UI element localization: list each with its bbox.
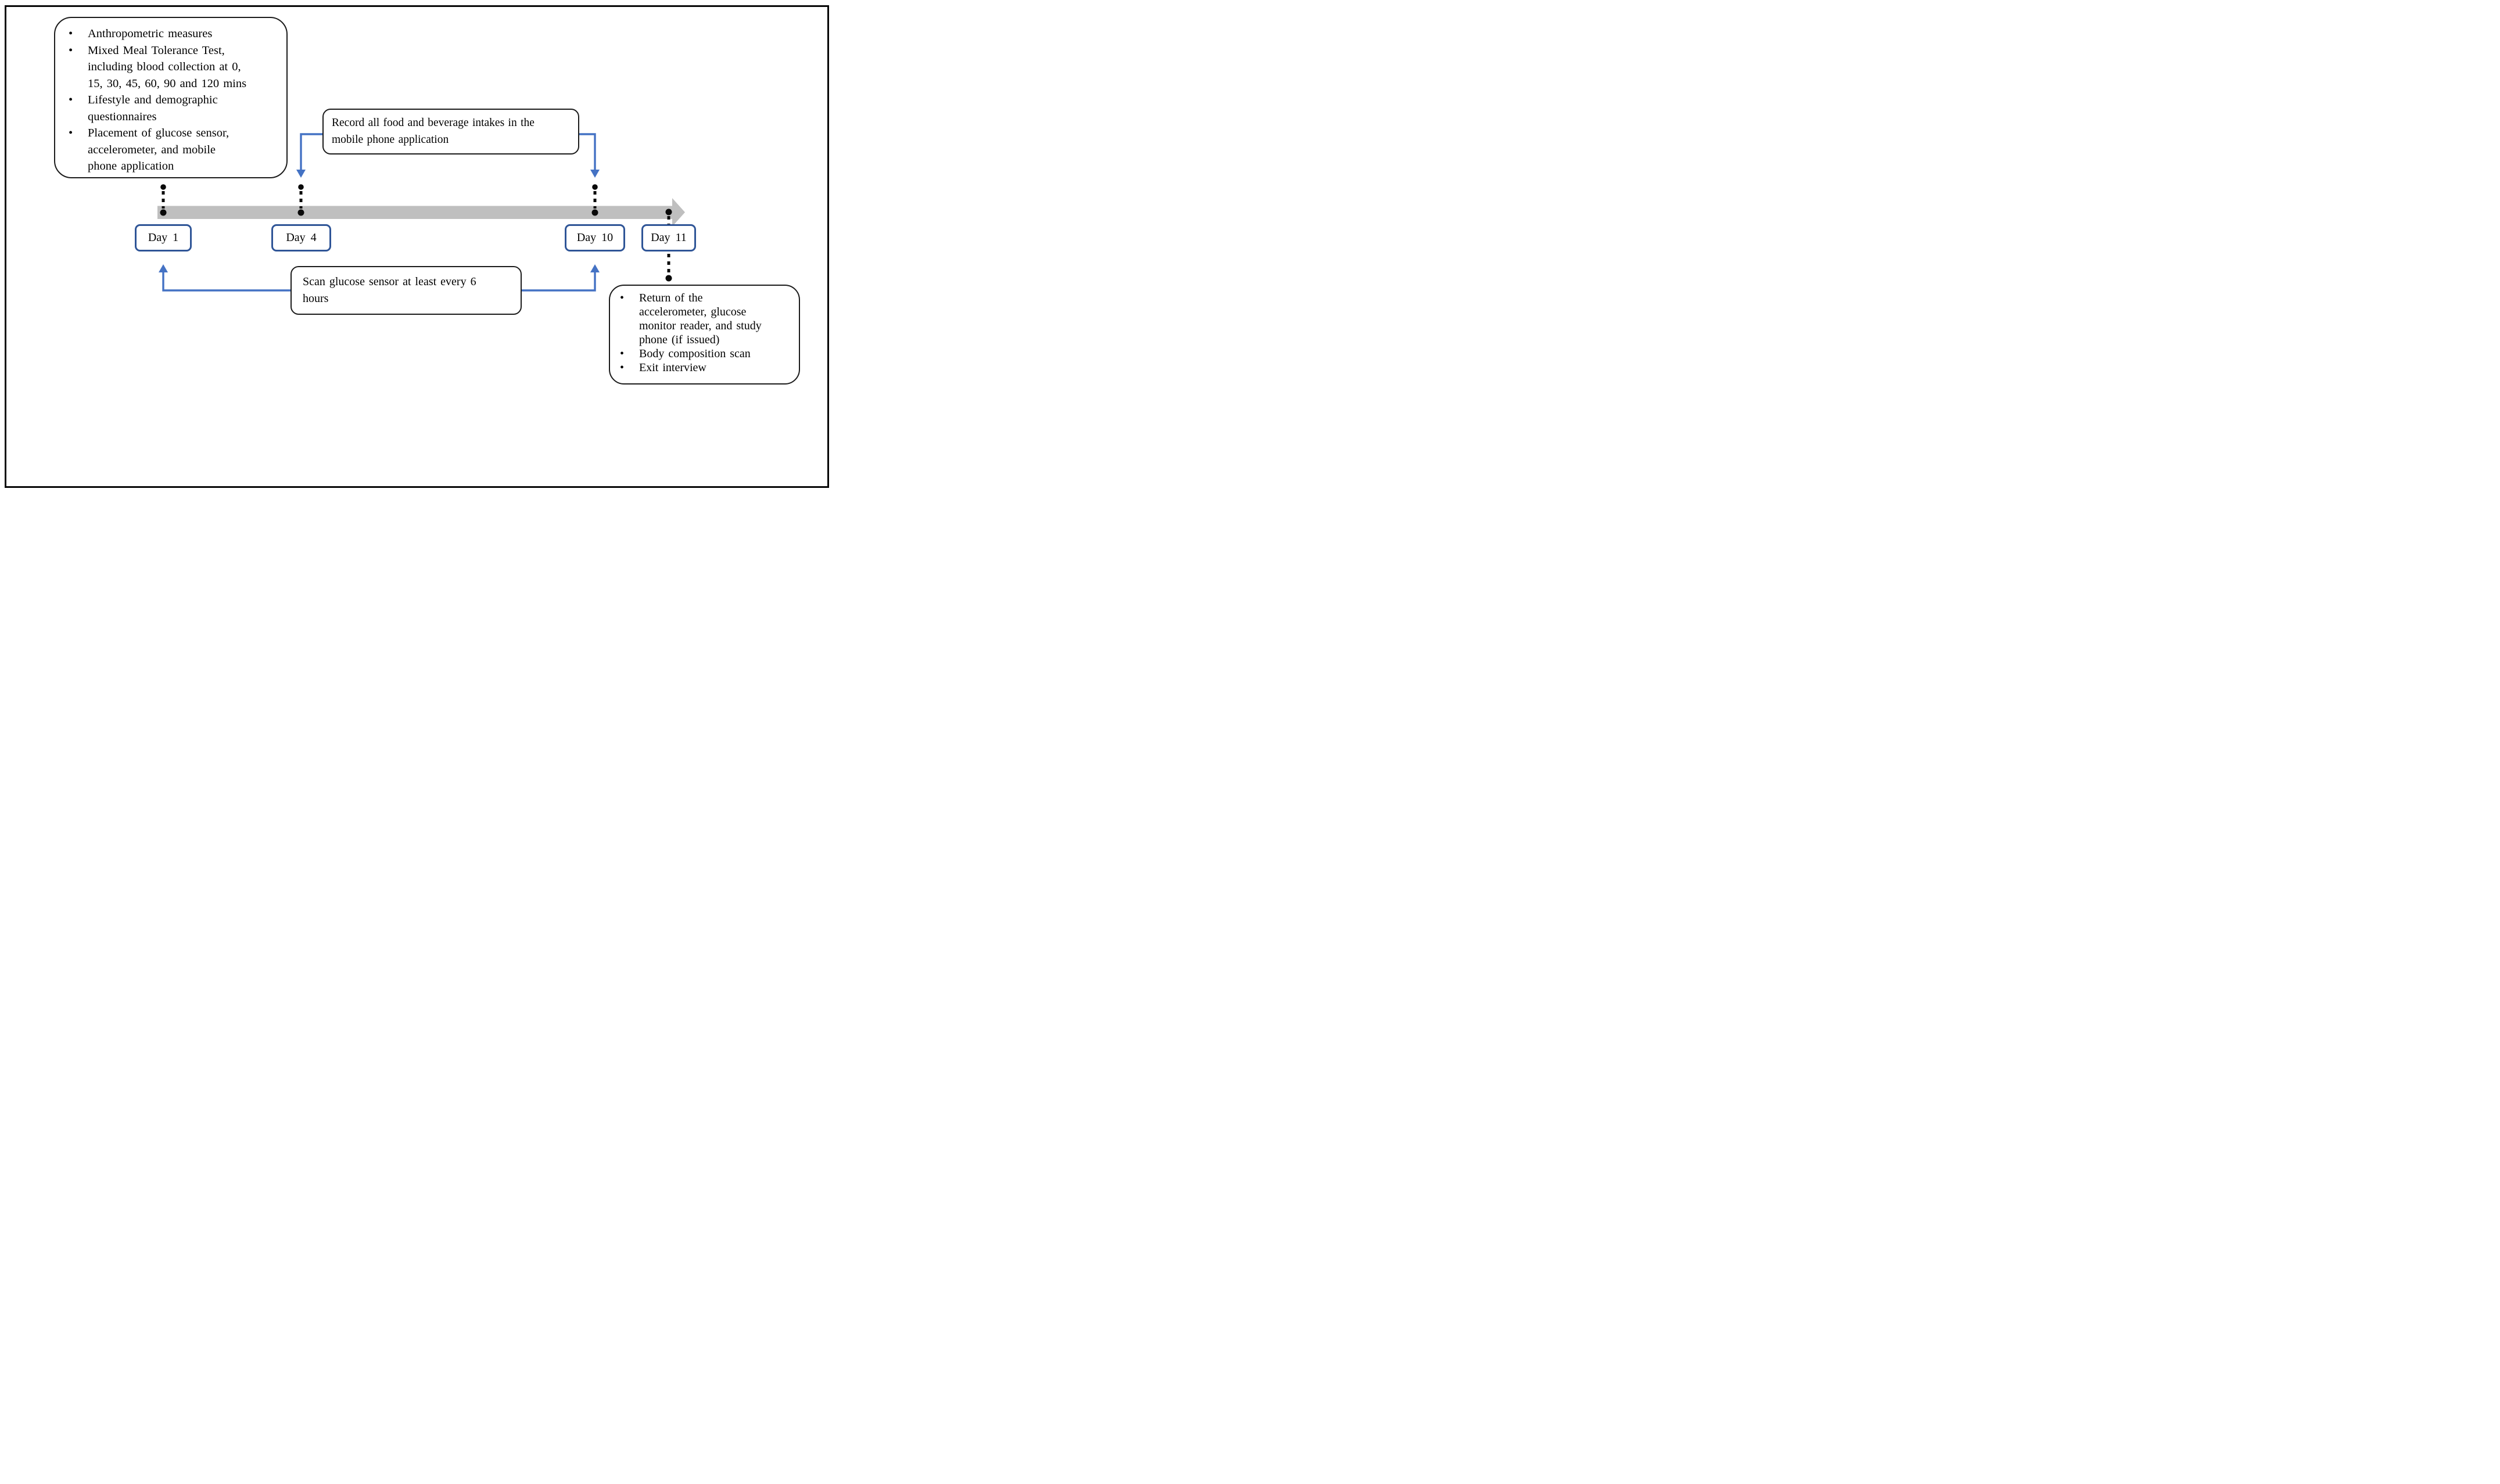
dotted-connector-day4 — [297, 184, 304, 216]
connector-scan-to-day1 — [159, 264, 290, 292]
dot-icon — [665, 209, 672, 215]
dotted-connector-day1 — [160, 184, 167, 216]
day-box-day-10: Day 10 — [565, 224, 625, 251]
bullet-list: • Return of the accelerometer, glucose m… — [610, 291, 793, 375]
list-item: • Body composition scan — [610, 347, 793, 361]
dot-icon — [665, 275, 672, 282]
arrow-up-icon — [159, 264, 168, 272]
connector-line — [579, 133, 596, 171]
bullet-list: • Anthropometric measures • Mixed Meal T… — [55, 26, 282, 175]
dot-icon — [160, 184, 166, 190]
dot-icon — [298, 184, 304, 190]
connector-line — [162, 271, 290, 292]
list-item: • Return of the accelerometer, glucose m… — [610, 291, 793, 347]
dot-icon — [160, 209, 167, 216]
list-item: • Mixed Meal Tolerance Test, including b… — [55, 42, 282, 92]
day-box-day-11: Day 11 — [641, 224, 696, 251]
day-box-day-1: Day 1 — [135, 224, 192, 251]
list-item-text: Exit interview — [639, 361, 706, 374]
connector-line — [300, 133, 322, 171]
day-box-day-4: Day 4 — [271, 224, 331, 251]
timeline-bar — [157, 206, 672, 219]
list-item-text: Lifestyle and demographic questionnaires — [88, 94, 218, 123]
bullet-icon: • — [69, 94, 73, 106]
day-label: Day 11 — [651, 231, 687, 244]
list-item: • Anthropometric measures — [55, 26, 282, 42]
connector-line — [522, 271, 596, 292]
list-item: • Exit interview — [610, 361, 793, 375]
bullet-icon: • — [620, 292, 625, 304]
connector-scan-to-day10 — [522, 264, 600, 292]
figure-border — [5, 5, 829, 488]
bullet-icon: • — [620, 361, 625, 374]
dot-icon — [592, 184, 598, 190]
callout-day11-activities: • Return of the accelerometer, glucose m… — [609, 285, 800, 385]
list-item-text: Placement of glucose sensor, acceleromet… — [88, 127, 229, 173]
bullet-icon: • — [620, 347, 625, 360]
list-item-text: Anthropometric measures — [88, 27, 213, 40]
dotted-connector-day10 — [591, 184, 598, 216]
list-item: • Placement of glucose sensor, accelerom… — [55, 125, 282, 175]
connector-layer — [157, 133, 685, 292]
day-label: Day 10 — [576, 231, 614, 244]
bullet-icon: • — [69, 127, 73, 139]
arrow-up-icon — [590, 264, 600, 272]
list-item-text: Mixed Meal Tolerance Test, including blo… — [88, 44, 247, 90]
callout-day1-activities: • Anthropometric measures • Mixed Meal T… — [54, 17, 288, 178]
list-item: • Lifestyle and demographic questionnair… — [55, 92, 282, 125]
timeline-arrowhead-icon — [672, 198, 685, 227]
connector-record-to-day4 — [296, 133, 322, 178]
arrow-down-icon — [296, 170, 306, 178]
study-timeline-figure: • Anthropometric measures • Mixed Meal T… — [0, 0, 833, 495]
bullet-icon: • — [69, 44, 73, 57]
callout-glucose-scan: Scan glucose sensor at least every 6 hou… — [290, 266, 522, 315]
day-label: Day 1 — [148, 231, 179, 244]
day-label: Day 4 — [286, 231, 317, 244]
bullet-icon: • — [69, 27, 73, 40]
list-item-text: Return of the accelerometer, glucose mon… — [639, 292, 762, 346]
arrow-down-icon — [590, 170, 600, 178]
connector-record-to-day10 — [579, 133, 600, 178]
list-item-text: Body composition scan — [639, 347, 751, 360]
dot-icon — [297, 209, 304, 216]
callout-food-record: Record all food and beverage intakes in … — [322, 109, 579, 154]
dot-icon — [591, 209, 598, 216]
